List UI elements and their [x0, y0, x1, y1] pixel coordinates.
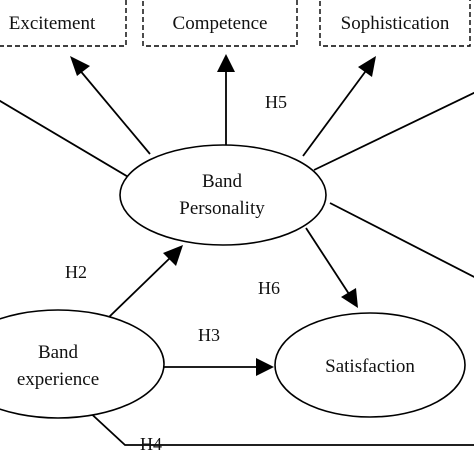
arrow-personality-to-excitement	[77, 67, 151, 155]
dimension-box-sophistication: Sophistication	[319, 0, 471, 47]
personality-label-line2: Personality	[179, 198, 265, 219]
dimension-box-excitement: Excitement	[0, 0, 127, 47]
arrow-h6-personality-to-satisfaction	[305, 227, 350, 295]
node-band-personality: Band Personality	[119, 144, 327, 246]
arrowhead-excitement	[70, 56, 90, 76]
dimension-label-excitement: Excitement	[9, 13, 96, 34]
dimension-label-competence: Competence	[173, 13, 268, 34]
hypothesis-label-h5: H5	[265, 92, 287, 112]
personality-label-line1: Band	[202, 171, 243, 192]
line-personality-to-right-offscreen	[313, 91, 474, 171]
arrowhead-personality	[163, 245, 183, 266]
arrowhead-satisfaction-top	[341, 288, 358, 308]
dimension-box-competence: Competence	[142, 0, 298, 47]
dimension-label-sophistication: Sophistication	[341, 13, 450, 34]
arrow-personality-to-sophistication	[302, 67, 369, 157]
line-personality-to-right-lower-offscreen	[329, 202, 474, 278]
experience-label-line1: Band	[38, 342, 79, 363]
node-satisfaction: Satisfaction	[274, 312, 466, 418]
hypothesis-label-h6: H6	[258, 278, 280, 298]
arrow-h2-experience-to-personality	[107, 255, 173, 319]
arrowhead-sophistication	[358, 56, 376, 77]
satisfaction-label: Satisfaction	[325, 356, 415, 377]
experience-label-line2: experience	[17, 369, 99, 390]
hypothesis-label-h4: H4	[140, 434, 162, 454]
node-band-experience: Band experience	[0, 309, 165, 419]
arrowhead-competence	[217, 54, 235, 72]
arrowhead-satisfaction-left	[256, 358, 274, 376]
hypothesis-label-h2: H2	[65, 262, 87, 282]
line-personality-to-left-offscreen	[0, 99, 131, 179]
hypothesis-label-h3: H3	[198, 325, 220, 345]
line-h4-experience-to-bottom	[84, 407, 474, 446]
